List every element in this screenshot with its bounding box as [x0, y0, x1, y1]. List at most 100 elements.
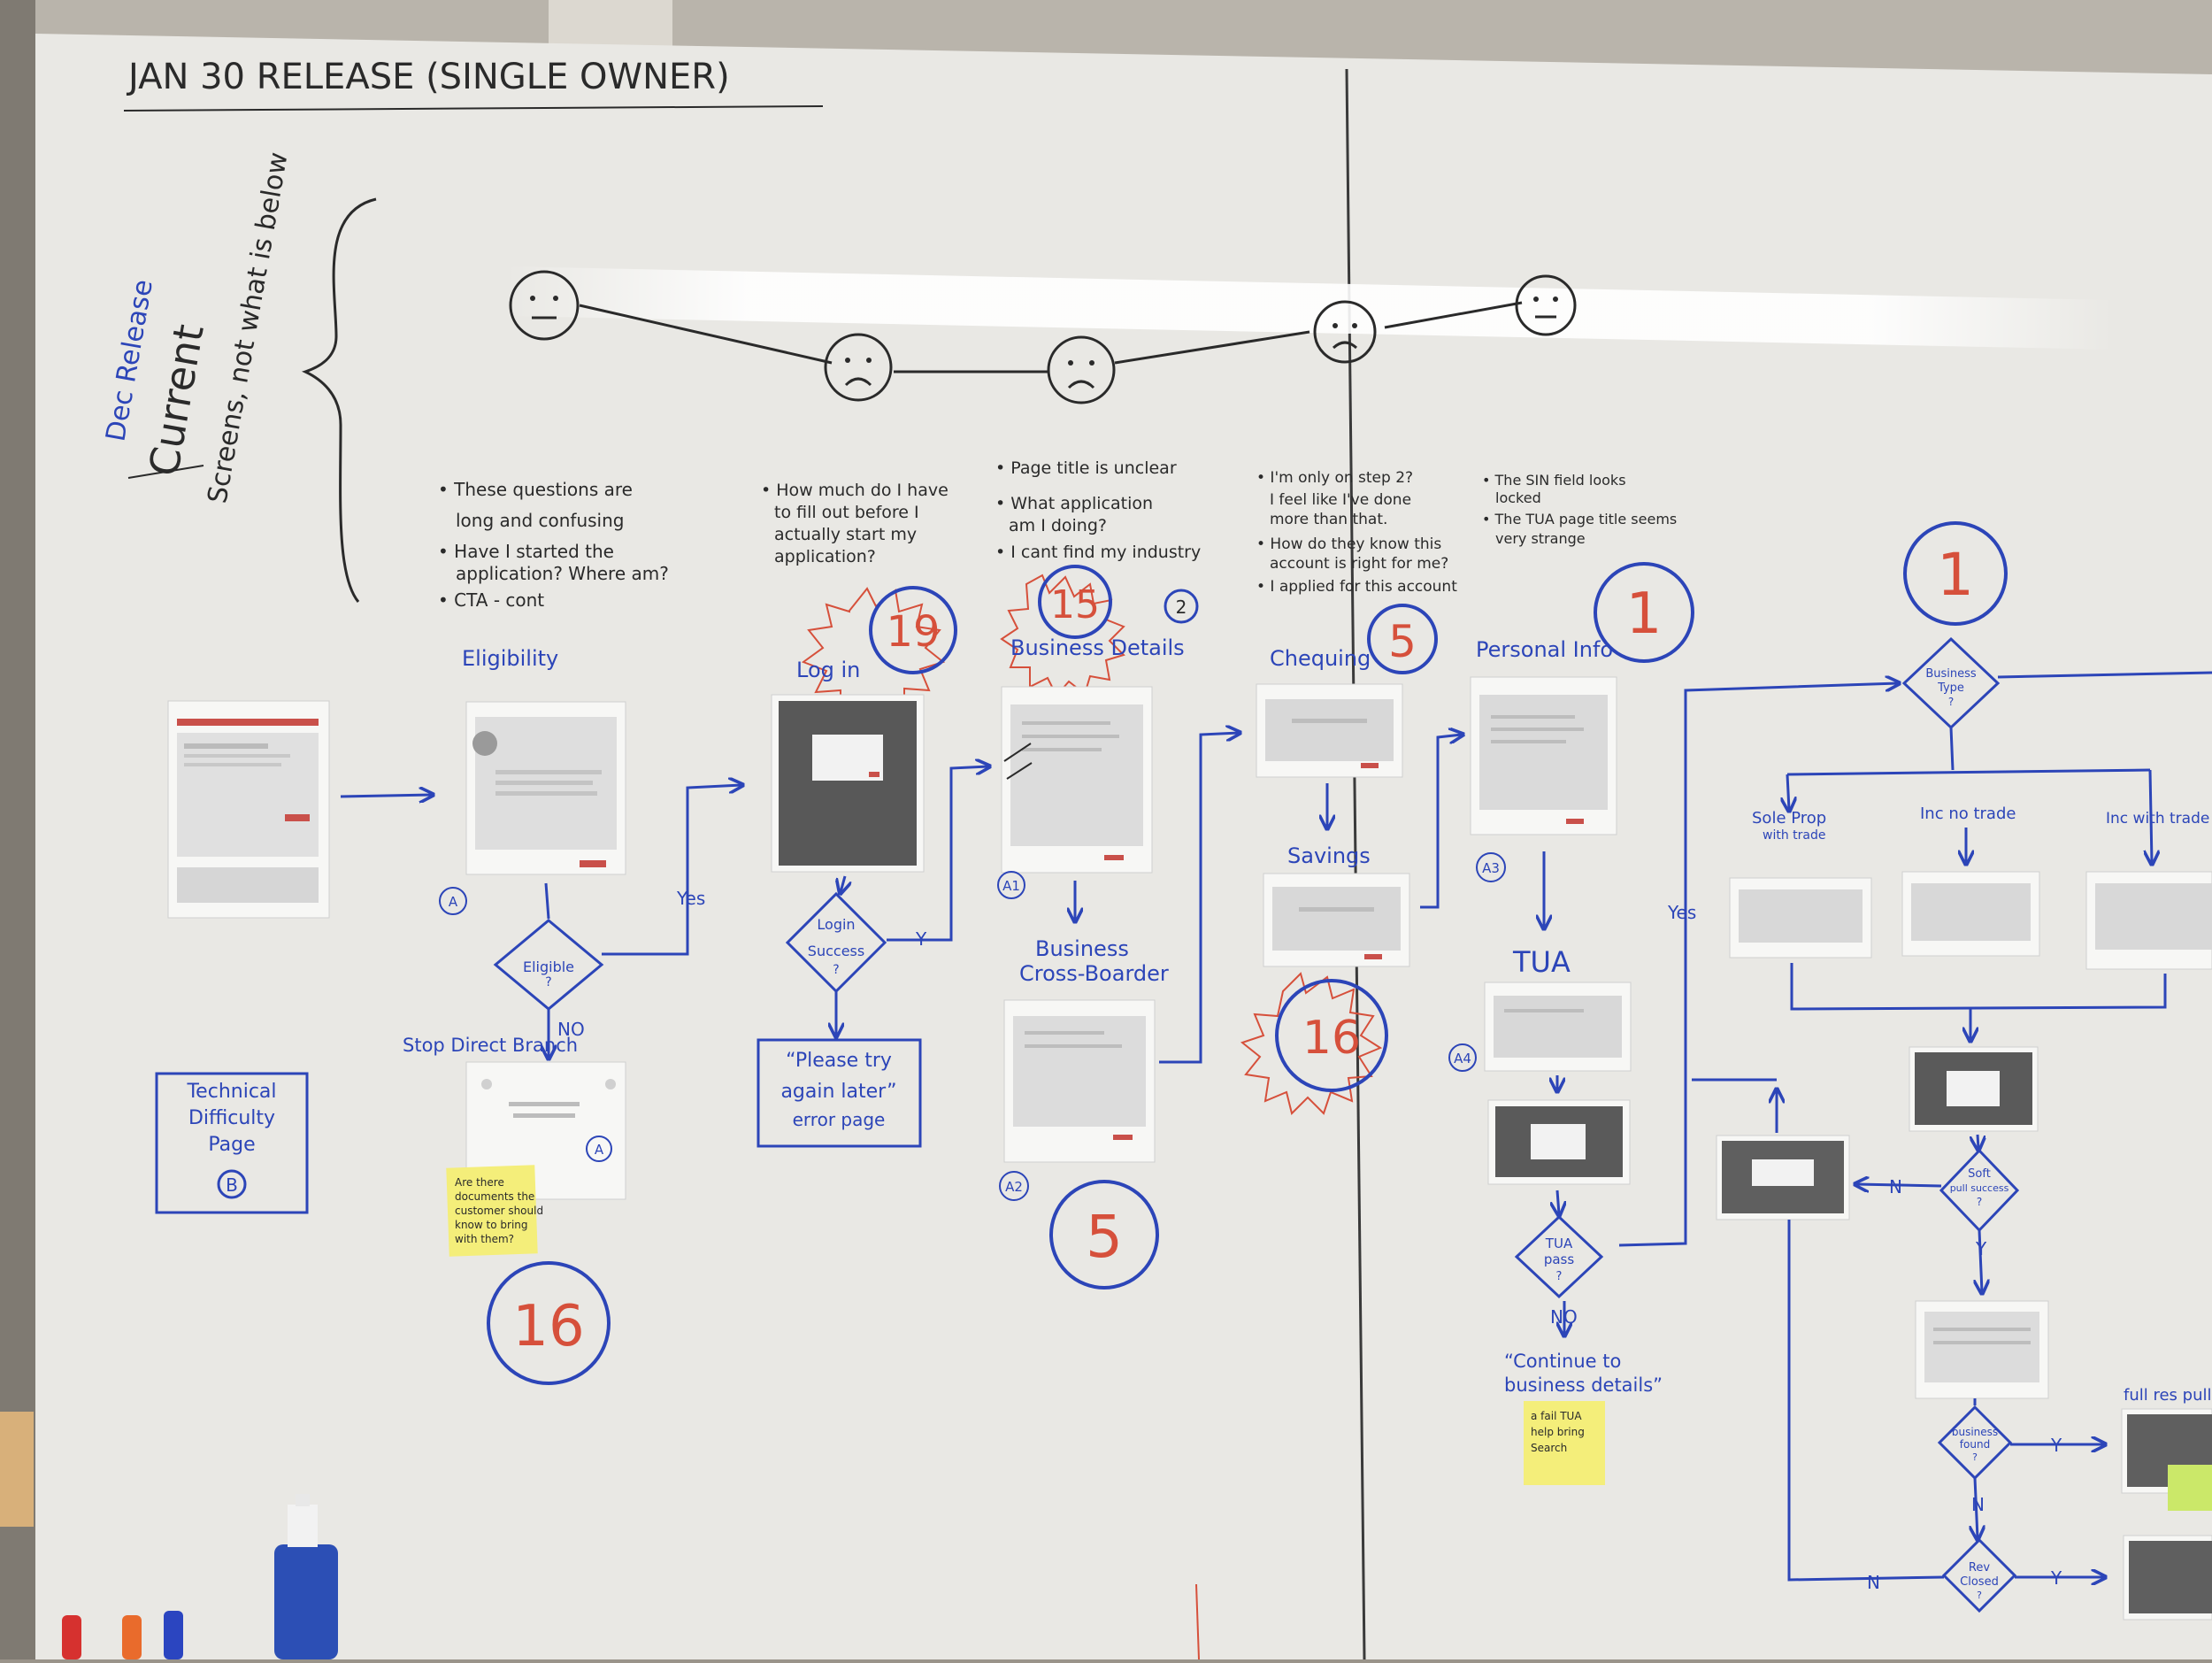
svg-text:15: 15	[1050, 582, 1100, 627]
svg-text:?: ?	[1972, 1451, 1978, 1463]
step-sole-prop-2: with trade	[1763, 828, 1825, 843]
left-wall	[0, 0, 35, 1659]
svg-text:pass: pass	[1544, 1251, 1575, 1267]
observation-eligibility: • These questions are long and confusing…	[438, 479, 669, 611]
step-sole-prop-1: Sole Prop	[1752, 809, 1826, 828]
orange-marker	[122, 1615, 142, 1659]
svg-text:Business: Business	[1925, 667, 1977, 681]
sticky-note-tua: a fail TUA help bring Search	[1524, 1401, 1605, 1485]
step-full-res-pull: full res pull	[2124, 1386, 2211, 1405]
edge-label-n-soft: N	[1889, 1176, 1902, 1197]
svg-text:application?: application?	[774, 547, 876, 566]
svg-text:know to bring: know to bring	[455, 1219, 528, 1231]
svg-text:business details”: business details”	[1504, 1374, 1663, 1396]
step-business-details: Business Details	[1010, 635, 1185, 660]
observation-chequing: • I'm only on step 2? I feel like I've d…	[1256, 469, 1457, 596]
svg-text:Technical: Technical	[186, 1081, 276, 1103]
svg-text:Eligible: Eligible	[523, 959, 574, 975]
count-personal-info: 1	[1594, 562, 1694, 663]
step-business-cross-border-1: Business	[1035, 936, 1129, 961]
current-underline	[127, 465, 204, 479]
svg-text:“Continue to: “Continue to	[1504, 1351, 1621, 1372]
svg-text:more than that.: more than that.	[1270, 511, 1387, 528]
svg-text:• Have I started the: • Have I started the	[438, 541, 614, 562]
svg-text:5: 5	[1388, 616, 1417, 667]
svg-text:Login: Login	[817, 916, 855, 933]
step-personal-info: Personal Info	[1476, 637, 1613, 662]
svg-text:business: business	[1952, 1426, 1998, 1438]
step-eligibility: Eligibility	[462, 646, 558, 671]
svg-text:• How much do I have: • How much do I have	[761, 481, 949, 500]
edge-label-no: NO	[557, 1019, 585, 1040]
step-inc-with-trade: Inc with trade	[2106, 810, 2209, 828]
svg-text:1: 1	[1626, 581, 1663, 647]
edge-label-yes-right: Yes	[1667, 902, 1696, 923]
screen-inc-no-trade	[1901, 871, 2040, 957]
step-tua: TUA	[1512, 945, 1571, 979]
marker-a4: A4	[1448, 1043, 1477, 1072]
svg-text:again later”: again later”	[780, 1081, 896, 1103]
svg-text:Type: Type	[1937, 681, 1964, 695]
edge-label-n-rev: N	[1867, 1572, 1880, 1593]
svg-text:19: 19	[886, 607, 940, 657]
tray-box	[0, 1412, 34, 1527]
edge-label-n-found: N	[1971, 1494, 1985, 1515]
board-seam	[1345, 68, 1366, 1660]
sticky-note-documents: Are there documents the customer should …	[446, 1165, 543, 1257]
svg-text:Soft: Soft	[1968, 1167, 1991, 1181]
svg-text:16: 16	[512, 1294, 584, 1359]
svg-text:A2: A2	[1005, 1179, 1023, 1195]
screen-sole-prop	[1729, 877, 1872, 959]
marker-a1: A1	[997, 871, 1025, 899]
neutral-face-icon	[1515, 274, 1577, 336]
edge-label-y-soft: Y	[1975, 1238, 1987, 1259]
svg-text:• Page title is unclear: • Page title is unclear	[995, 458, 1177, 478]
continue-to-business: “Continue to business details”	[1504, 1351, 1663, 1396]
count-business-cross-border: 5	[1049, 1180, 1159, 1290]
red-marker	[62, 1615, 81, 1659]
svg-text:TUA: TUA	[1545, 1236, 1573, 1251]
step-login: Log in	[796, 658, 860, 682]
spray-bottle	[274, 1494, 338, 1659]
svg-text:• The SIN field looks: • The SIN field looks	[1482, 472, 1626, 489]
svg-text:pull success: pull success	[1950, 1182, 2009, 1194]
svg-text:Success: Success	[808, 943, 864, 959]
screen-savings	[1263, 873, 1410, 967]
technical-difficulty-box: Technical Difficulty Page B	[155, 1072, 309, 1214]
svg-text:Difficulty: Difficulty	[188, 1107, 275, 1129]
decision-rev-closed: Rev Closed ?	[1941, 1537, 2017, 1613]
decision-tua-pass: TUA pass ?	[1514, 1214, 1604, 1299]
svg-text:• What application: • What application	[995, 494, 1153, 513]
screen-eligibility	[465, 701, 626, 875]
emotion-journey	[579, 301, 1523, 373]
svg-text:• How do they know this: • How do they know this	[1256, 535, 1441, 553]
screen-credit-modal	[1909, 1046, 2039, 1132]
svg-text:Are there: Are there	[455, 1176, 504, 1189]
svg-text:Page: Page	[208, 1134, 255, 1156]
step-savings: Savings	[1287, 843, 1371, 868]
svg-text:Search: Search	[1531, 1442, 1567, 1454]
count-eligibility: 16	[487, 1261, 611, 1385]
observation-personal-info: • The SIN field looks locked • The TUA p…	[1482, 472, 1677, 547]
screen-business-details	[1001, 686, 1153, 874]
svg-text:error page: error page	[793, 1109, 886, 1130]
svg-text:actually start my: actually start my	[774, 525, 917, 544]
count-business-type: 1	[1903, 521, 2008, 626]
svg-text:locked: locked	[1495, 489, 1541, 506]
edge-label-y-login: Y	[915, 928, 927, 950]
screen-personal-info	[1470, 676, 1617, 835]
svg-text:16: 16	[1302, 1012, 1361, 1065]
marker-a-stop: A	[586, 1136, 612, 1162]
svg-text:A4: A4	[1454, 1051, 1471, 1066]
screen-tua	[1484, 982, 1632, 1072]
sad-face-icon	[1313, 300, 1377, 364]
count-savings: 16	[1240, 972, 1388, 1115]
edge-label-no-tua: NO	[1550, 1306, 1578, 1328]
svg-text:very strange: very strange	[1495, 530, 1586, 547]
red-mark	[1195, 1583, 1200, 1660]
svg-text:A: A	[449, 894, 458, 910]
screen-rev-closed	[2123, 1535, 2212, 1621]
screen-inc-with-trade	[2085, 871, 2212, 970]
svg-text:long and confusing: long and confusing	[456, 510, 624, 531]
title-underline	[123, 105, 824, 112]
